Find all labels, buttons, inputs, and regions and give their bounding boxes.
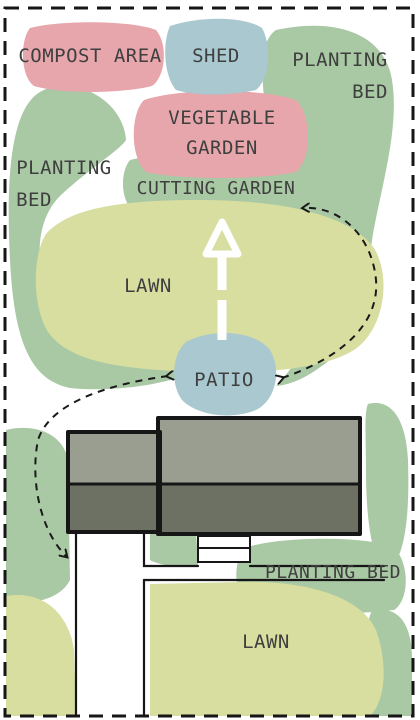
- house-left-bottom: [68, 484, 160, 532]
- label-lawn-top: LAWN: [124, 275, 172, 297]
- shed: [165, 18, 269, 95]
- label-compost-area: COMPOST AREA: [18, 45, 161, 67]
- property-boundary: [3, 6, 415, 718]
- label-shed: SHED: [192, 45, 240, 67]
- compost-area: [22, 22, 164, 92]
- label-planting-bed-bottom: PLANTING BED: [265, 562, 401, 583]
- label-patio: PATIO: [194, 369, 254, 391]
- label-vegetable-2: GARDEN: [186, 137, 258, 159]
- label-vegetable-1: VEGETABLE: [168, 107, 275, 129]
- route-arrow-right: [282, 208, 378, 378]
- label-planting-bed-left-1: PLANTING: [16, 157, 112, 179]
- label-planting-bed-top-right-2: BED: [352, 81, 388, 103]
- patio: [174, 332, 277, 416]
- label-planting-bed-top-right-1: PLANTING: [292, 49, 388, 71]
- house-right-bottom: [158, 484, 360, 534]
- house-left-top: [68, 432, 160, 484]
- vegetable-garden: [133, 91, 308, 178]
- lawn-bottom-left: [6, 594, 76, 716]
- route-arrow-left: [34, 376, 168, 556]
- house-right-top: [158, 418, 360, 484]
- planting-bed-left-lower: [6, 427, 70, 603]
- label-cutting-garden: CUTTING GARDEN: [137, 178, 296, 199]
- house-steps: [197, 535, 251, 563]
- label-planting-bed-left-2: BED: [16, 189, 52, 211]
- planting-bed-right-strip: [365, 403, 409, 570]
- main-path-arrow: [202, 218, 242, 340]
- label-lawn-bottom: LAWN: [242, 631, 290, 653]
- lawn-bottom: [150, 581, 384, 716]
